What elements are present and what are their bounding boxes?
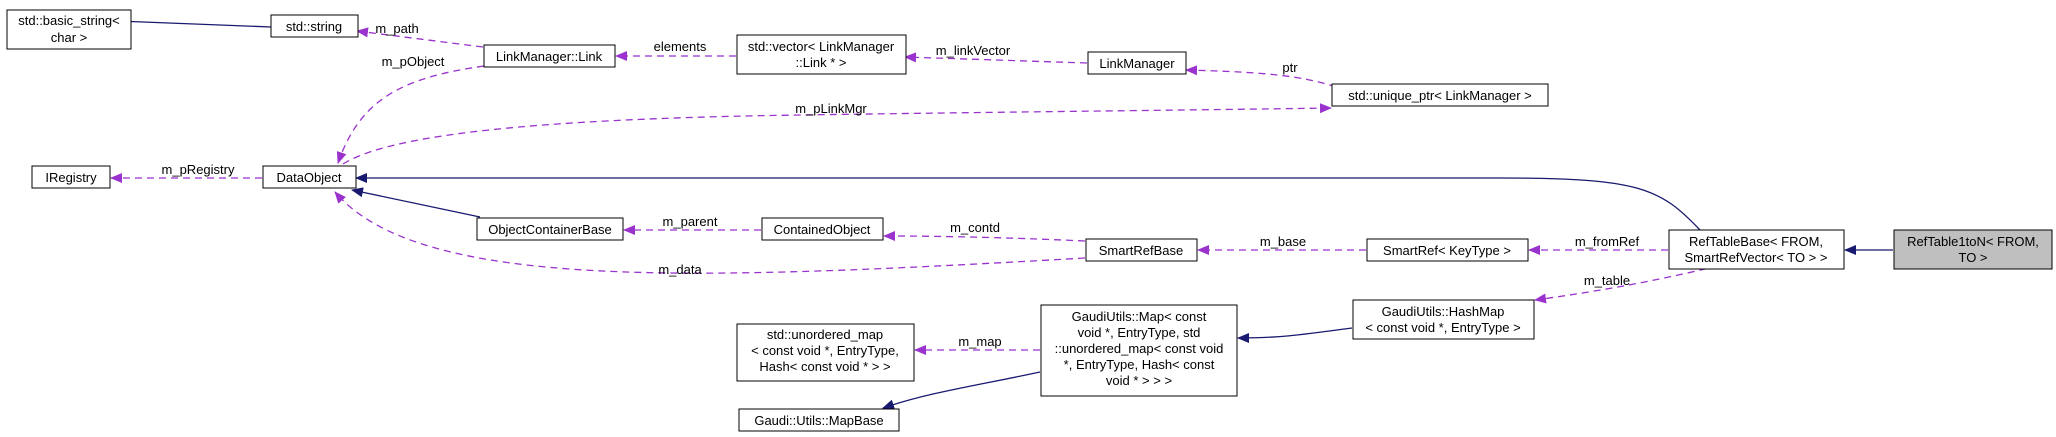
node-object-container-base[interactable]: ObjectContainerBase — [476, 217, 624, 241]
node-label-line: std::unordered_map — [767, 327, 883, 342]
edge-label-m-fromref: m_fromRef — [1575, 234, 1640, 249]
edge-link-uses-string — [356, 27, 484, 48]
edge-label-m-path: m_path — [375, 21, 418, 36]
edge-label-m-pregistry: m_pRegistry — [162, 162, 235, 177]
node-label-line: char > — [51, 30, 88, 45]
edge-reftablebase-uses-hashmap — [1534, 265, 1719, 304]
node-label-line: std::string — [286, 19, 342, 34]
node-label-line: GaudiUtils::Map< const — [1072, 309, 1207, 324]
edge-string-inherits-basic-string — [117, 16, 272, 28]
node-label-line: RefTable1toN< FROM, — [1907, 234, 2039, 249]
edge-dataobject-uses-uniqueptr — [342, 103, 1332, 165]
node-label-line: void * > > > — [1106, 373, 1172, 388]
node-label-line: IRegistry — [45, 170, 97, 185]
edge-label-m-linkvector: m_linkVector — [936, 43, 1011, 58]
edge-label-m-base: m_base — [1260, 234, 1306, 249]
edge-label-m-contd: m_contd — [950, 220, 1000, 235]
node-std-unordered-map[interactable]: std::unordered_map < const void *, Entry… — [736, 323, 915, 382]
node-dataobject[interactable]: DataObject — [262, 165, 357, 189]
edge-label-m-pobject: m_pObject — [382, 54, 445, 69]
node-std-unique-ptr[interactable]: std::unique_ptr< LinkManager > — [1331, 83, 1549, 107]
node-label-line: std::vector< LinkManager — [748, 39, 895, 54]
node-label-line: RefTableBase< FROM, — [1689, 234, 1823, 249]
node-label-line: Hash< const void * > > — [759, 359, 890, 374]
node-label-line: ::unordered_map< const void — [1055, 341, 1224, 356]
edge-smartrefbase-uses-dataobject — [334, 191, 1086, 274]
node-label-line: < const void *, EntryType > — [1365, 320, 1520, 335]
edge-uniqueptr-uses-linkmanager — [1185, 65, 1337, 88]
node-label-line: GaudiUtils::HashMap — [1382, 304, 1505, 319]
edge-label-m-parent: m_parent — [663, 214, 718, 229]
edge-label-m-plinkmgr: m_pLinkMgr — [795, 101, 867, 116]
edges — [110, 16, 1893, 410]
node-gaudi-utils-mapbase[interactable]: Gaudi::Utils::MapBase — [738, 408, 900, 432]
edge-link-uses-dataobject — [336, 65, 485, 164]
node-label-line: < const void *, EntryType, — [751, 343, 899, 358]
node-ref-table-1-to-n[interactable]: RefTable1toN< FROM, TO > — [1893, 229, 2053, 270]
edge-hashmap-inherits-gaudimap — [1237, 327, 1353, 343]
node-iregistry[interactable]: IRegistry — [31, 165, 111, 189]
node-label-line: ObjectContainerBase — [488, 222, 612, 237]
edge-label-m-data: m_data — [658, 262, 702, 277]
node-smart-ref-base[interactable]: SmartRefBase — [1085, 238, 1198, 262]
node-label-line: std::basic_string< — [18, 13, 120, 28]
node-label-line: Gaudi::Utils::MapBase — [754, 413, 883, 428]
node-label-line: ::Link * > — [796, 55, 847, 70]
edge-smartrefbase-uses-contained — [883, 231, 1086, 242]
node-ref-table-base[interactable]: RefTableBase< FROM, SmartRefVector< TO >… — [1668, 229, 1845, 270]
node-label-line: SmartRef< KeyType > — [1383, 243, 1511, 258]
node-gaudiutils-map[interactable]: GaudiUtils::Map< const void *, EntryType… — [1040, 304, 1238, 397]
node-linkmanager[interactable]: LinkManager — [1087, 51, 1187, 75]
node-label-line: DataObject — [276, 170, 341, 185]
node-linkmanager-link[interactable]: LinkManager::Link — [483, 44, 616, 68]
node-std-string[interactable]: std::string — [270, 14, 359, 38]
edge-linkmanager-uses-vector — [904, 52, 1088, 64]
edge-label-m-table: m_table — [1584, 273, 1630, 288]
node-label-line: void *, EntryType, std — [1078, 325, 1201, 340]
node-label-line: SmartRefBase — [1099, 243, 1184, 258]
node-label-line: std::unique_ptr< LinkManager > — [1348, 88, 1532, 103]
node-std-vector[interactable]: std::vector< LinkManager ::Link * > — [736, 34, 907, 75]
edge-containerbase-inherits-dataobject — [351, 187, 481, 218]
node-label-line: LinkManager::Link — [496, 49, 603, 64]
node-label-line: ContainedObject — [774, 222, 871, 237]
edge-labels: m_path m_pObject elements m_linkVector p… — [162, 21, 1640, 349]
node-smart-ref[interactable]: SmartRef< KeyType > — [1366, 238, 1529, 262]
edge-label-elements: elements — [654, 39, 707, 54]
node-std-basic-string[interactable]: std::basic_string< char > — [6, 9, 132, 50]
edge-label-m-map: m_map — [958, 334, 1001, 349]
edge-gaudimap-inherits-mapbase — [882, 371, 1041, 410]
node-label-line: TO > — [1958, 250, 1987, 265]
node-label-line: LinkManager — [1099, 56, 1175, 71]
edge-label-ptr: ptr — [1282, 60, 1298, 75]
node-contained-object[interactable]: ContainedObject — [761, 217, 884, 241]
node-label-line: SmartRefVector< TO > > — [1685, 250, 1828, 265]
node-label-line: *, EntryType, Hash< const — [1064, 357, 1215, 372]
edge-reftablebase-inherits-dataobject — [355, 173, 1701, 231]
node-gaudiutils-hashmap[interactable]: GaudiUtils::HashMap < const void *, Entr… — [1352, 299, 1535, 340]
